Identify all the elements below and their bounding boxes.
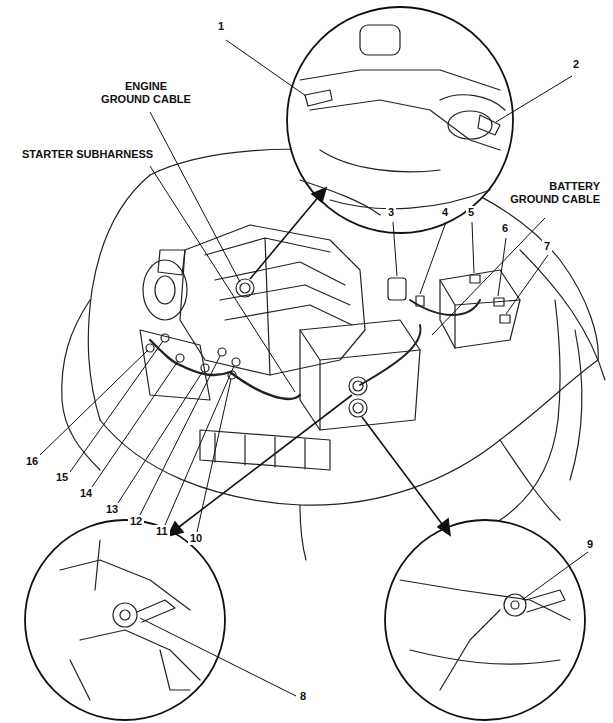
callout-number: 6: [500, 222, 510, 235]
callout-number: 1: [216, 20, 226, 33]
callout-number: 4: [440, 206, 450, 219]
callout-number: 12: [128, 515, 144, 528]
callout-number: 16: [24, 455, 40, 468]
callout-number: 8: [298, 690, 308, 703]
part-label: STARTER SUBHARNESS: [20, 148, 155, 161]
callout-number: 2: [571, 58, 581, 71]
callout-number: 15: [54, 471, 70, 484]
callout-number: 11: [154, 525, 170, 538]
callout-number: 10: [188, 532, 204, 545]
callout-number: 9: [585, 538, 595, 551]
callout-number: 14: [78, 487, 94, 500]
part-label: BATTERY GROUND CABLE: [505, 180, 602, 206]
callout-number: 7: [542, 240, 552, 253]
part-label: ENGINE GROUND CABLE: [98, 80, 195, 106]
callout-number: 3: [386, 206, 396, 219]
callout-number: 5: [466, 206, 476, 219]
callout-number: 13: [104, 503, 120, 516]
